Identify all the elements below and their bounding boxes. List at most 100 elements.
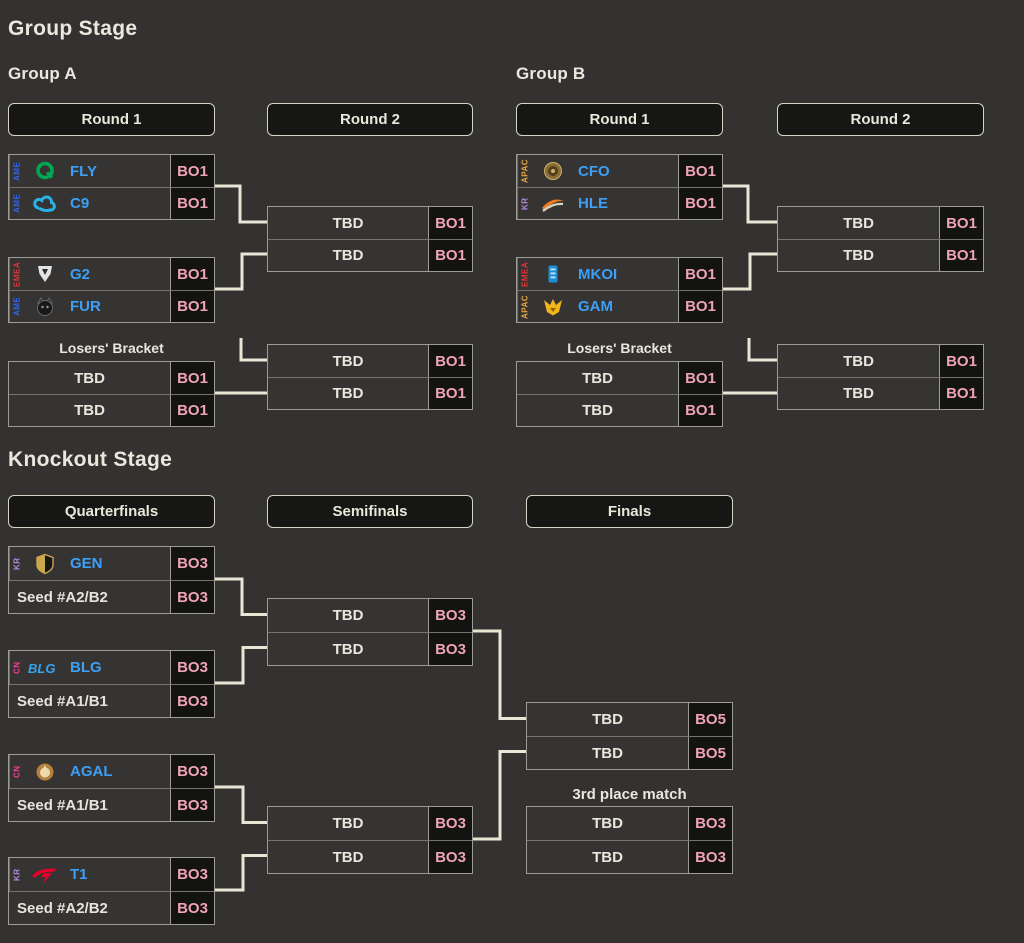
- blg-logo-icon: BLG: [24, 657, 66, 679]
- gen-logo-icon: [24, 553, 66, 575]
- group-b-losers-bracket-label: Losers' Bracket: [567, 340, 672, 356]
- best-of-badge: BO3: [170, 789, 214, 821]
- best-of-badge: BO3: [170, 547, 214, 580]
- team-row-g2: EMEA G2 BO1: [9, 258, 214, 290]
- team-name: G2: [70, 265, 91, 283]
- region-tag-ame: AME: [9, 188, 24, 219]
- best-of-badge: BO3: [428, 807, 472, 840]
- team-name: T1: [70, 866, 88, 883]
- best-of-badge: BO1: [170, 188, 214, 219]
- best-of-badge: BO3: [170, 651, 214, 684]
- team-name: AGAL: [70, 763, 113, 780]
- agal-logo-icon: [24, 761, 66, 783]
- best-of-badge: BO1: [170, 258, 214, 290]
- t1-logo-icon: [24, 864, 66, 886]
- best-of-badge: BO3: [170, 858, 214, 891]
- tbd-label: TBD: [843, 385, 874, 402]
- group-b-round2-header[interactable]: Round 2: [777, 103, 984, 136]
- quarterfinals-header[interactable]: Quarterfinals: [8, 495, 215, 528]
- region-tag-ame: AME: [9, 155, 24, 187]
- best-of-badge: BO1: [170, 155, 214, 187]
- group-b-title: Group B: [516, 64, 586, 83]
- group-a-round2-header[interactable]: Round 2: [267, 103, 473, 136]
- c9-logo-icon: [24, 193, 66, 215]
- best-of-badge: BO5: [688, 703, 732, 736]
- tbd-label: TBD: [74, 369, 105, 387]
- best-of-badge: BO1: [678, 291, 722, 322]
- tbd-label: TBD: [843, 352, 874, 370]
- best-of-badge: BO3: [170, 892, 214, 924]
- best-of-badge: BO3: [428, 841, 472, 873]
- team-name: GEN: [70, 555, 103, 572]
- finals-header[interactable]: Finals: [526, 495, 733, 528]
- gam-logo-icon: [532, 296, 574, 318]
- best-of-badge: BO3: [170, 581, 214, 613]
- svg-text:BLG: BLG: [28, 661, 55, 676]
- tbd-label: TBD: [332, 848, 364, 866]
- team-name: GAM: [578, 298, 613, 315]
- best-of-badge: BO5: [688, 737, 732, 769]
- hle-logo-icon: [532, 193, 574, 215]
- best-of-badge: BO3: [428, 633, 472, 665]
- group-a-round1-header[interactable]: Round 1: [8, 103, 215, 136]
- region-tag-kr: KR: [517, 188, 532, 219]
- region-tag-emea: EMEA: [9, 258, 24, 290]
- best-of-badge: BO1: [678, 362, 722, 394]
- region-tag-cn: CN: [9, 651, 24, 684]
- tbd-label: TBD: [74, 402, 105, 419]
- tbd-label: TBD: [592, 848, 623, 866]
- best-of-badge: BO3: [170, 755, 214, 788]
- group-a-title: Group A: [8, 64, 77, 83]
- tbd-label: TBD: [332, 640, 364, 658]
- cfo-logo-icon: [532, 160, 574, 182]
- team-name: C9: [70, 195, 90, 212]
- seed-label: Seed #A2/B2: [17, 588, 108, 606]
- tbd-label: TBD: [332, 214, 364, 232]
- tbd-label: TBD: [582, 369, 613, 387]
- tbd-label: TBD: [843, 247, 874, 264]
- group-b-round1-header[interactable]: Round 1: [516, 103, 723, 136]
- g2-logo-icon: [24, 263, 66, 285]
- tbd-row: TBD BO3: [268, 840, 472, 873]
- semifinals-header[interactable]: Semifinals: [267, 495, 473, 528]
- best-of-badge: BO1: [678, 188, 722, 219]
- tbd-label: TBD: [332, 352, 364, 370]
- tbd-label: TBD: [332, 607, 364, 624]
- tbd-label: TBD: [592, 815, 623, 832]
